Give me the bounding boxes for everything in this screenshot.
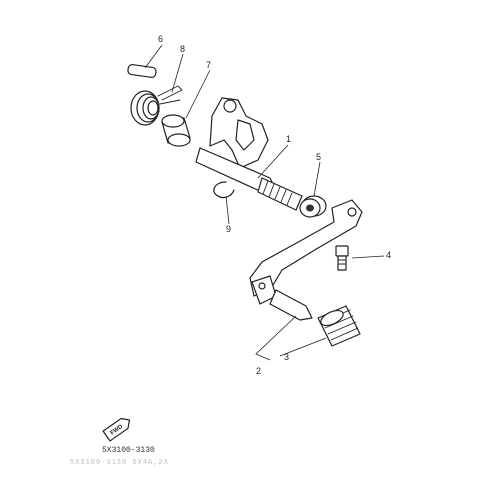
part-7-collar: [161, 114, 191, 147]
part-2-shift-pedal: [249, 199, 363, 321]
part-5-oil-seal: [299, 195, 327, 218]
callout-6: 6: [158, 34, 163, 44]
callout-8: 8: [180, 44, 185, 54]
part-8-spring: [130, 85, 183, 126]
callout-2: 2: [256, 366, 261, 376]
callout-4: 4: [386, 250, 391, 260]
part-4-bolt: [335, 245, 349, 271]
fwd-arrow-icon: FWD: [102, 417, 131, 442]
callout-5: 5: [316, 152, 321, 162]
part-1-shift-shaft: [195, 97, 303, 211]
footer-faint-text: 5X3100-3130 5X4A,2X: [70, 459, 169, 467]
part-6-pin: [127, 64, 157, 78]
reference-code: 5X3100-3130: [102, 446, 155, 455]
part-3-foot-rubber: [317, 305, 361, 347]
callout-1: 1: [286, 134, 291, 144]
leader-lines: [144, 44, 385, 361]
part-9-circlip: [213, 181, 235, 199]
callout-3: 3: [284, 352, 289, 362]
callout-9: 9: [226, 224, 231, 234]
callout-7: 7: [206, 60, 211, 70]
